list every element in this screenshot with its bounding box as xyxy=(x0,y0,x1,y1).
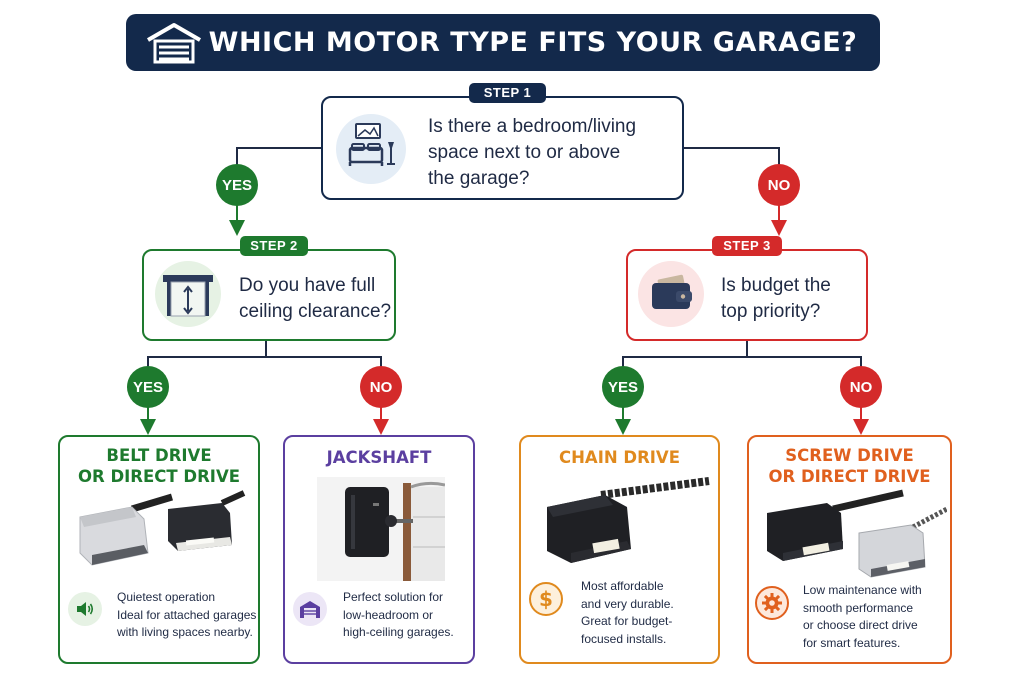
bedroom-icon xyxy=(336,114,406,184)
card-title-line: OR DIRECT DRIVE xyxy=(768,467,931,486)
card-title-line: BELT DRIVE xyxy=(106,446,212,465)
jackshaft-opener-image xyxy=(317,477,445,581)
wallet-icon xyxy=(638,261,704,327)
step1-question-line: the garage? xyxy=(428,168,530,189)
no-badge: NO xyxy=(758,164,800,206)
card-description: Quietest operation Ideal for attached ga… xyxy=(117,589,256,642)
card-title: SCREW DRIVE OR DIRECT DRIVE xyxy=(749,445,950,487)
garage-icon xyxy=(147,23,201,64)
card-description-line: Quietest operation xyxy=(117,590,216,604)
card-description-line: Ideal for attached garages xyxy=(117,607,257,622)
result-card-belt-drive: BELT DRIVE OR DIRECT DRIVE Quietest oper… xyxy=(58,435,260,664)
step1-tag: STEP 1 xyxy=(469,83,546,103)
result-card-screw-drive: SCREW DRIVE OR DIRECT DRIVE xyxy=(747,435,952,664)
card-description: Most affordable and very durable. Great … xyxy=(581,578,674,648)
screw-drive-opener-image xyxy=(767,489,947,578)
no-badge: NO xyxy=(840,366,882,408)
connector-step1-yes xyxy=(236,147,321,165)
yes-badge: YES xyxy=(216,164,258,206)
step2-question: Do you have full ceiling clearance? xyxy=(239,273,399,325)
garage-door-icon xyxy=(293,592,327,626)
speaker-icon xyxy=(68,592,102,626)
card-title-line: CHAIN DRIVE xyxy=(559,448,680,467)
card-description-line: low-headroom or xyxy=(343,607,434,622)
card-title-line: JACKSHAFT xyxy=(326,448,432,467)
card-title: CHAIN DRIVE xyxy=(521,447,718,468)
ceiling-clearance-icon xyxy=(155,261,221,327)
page-title: WHICH MOTOR TYPE FITS YOUR GARAGE? xyxy=(208,27,858,58)
card-description-line: or choose direct drive xyxy=(803,618,918,632)
title-banner: WHICH MOTOR TYPE FITS YOUR GARAGE? xyxy=(126,14,880,71)
card-description-line: high-ceiling garages. xyxy=(343,625,454,639)
card-title: JACKSHAFT xyxy=(285,447,473,468)
step2-box: Do you have full ceiling clearance? xyxy=(142,249,396,341)
step3-box: Is budget the top priority? xyxy=(626,249,868,341)
gear-icon xyxy=(755,586,789,620)
yes-badge: YES xyxy=(602,366,644,408)
step1-question-line: space next to or above xyxy=(428,142,621,163)
connector-step2 xyxy=(147,341,382,368)
step3-question-line: Is budget the xyxy=(721,275,831,296)
connector-step1-no xyxy=(684,147,780,165)
step3-tag: STEP 3 xyxy=(712,236,782,256)
card-description-line: with living spaces nearby. xyxy=(117,625,253,639)
card-description-line: Most affordable xyxy=(581,579,664,593)
card-description-line: smooth performance xyxy=(803,600,914,615)
card-description-line: Low maintenance with xyxy=(803,583,922,597)
step2-question-line: ceiling clearance? xyxy=(239,301,392,322)
step1-question-line: Is there a bedroom/living xyxy=(428,116,637,137)
no-badge: NO xyxy=(360,366,402,408)
step2-question-line: Do you have full xyxy=(239,275,376,296)
connector-step3 xyxy=(622,341,862,368)
card-title-line: OR DIRECT DRIVE xyxy=(78,467,240,486)
step1-question: Is there a bedroom/living space next to … xyxy=(428,114,678,192)
yes-badge: YES xyxy=(127,366,169,408)
step3-question-line: top priority? xyxy=(721,301,821,322)
step1-box: Is there a bedroom/living space next to … xyxy=(321,96,684,200)
card-description: Low maintenance with smooth performance … xyxy=(803,582,922,652)
card-description-line: Perfect solution for xyxy=(343,590,444,604)
card-description-line: for smart features. xyxy=(803,635,901,650)
belt-drive-opener-image xyxy=(79,490,246,566)
result-card-chain-drive: CHAIN DRIVE $ Most affordable and very d… xyxy=(519,435,720,664)
card-description-line: and very durable. xyxy=(581,596,674,611)
card-title-line: SCREW DRIVE xyxy=(785,446,914,465)
card-description: Perfect solution for low-headroom or hig… xyxy=(343,589,454,642)
result-card-jackshaft: JACKSHAFT Perfect solution for low-headr… xyxy=(283,435,475,664)
step2-tag: STEP 2 xyxy=(240,236,308,256)
card-title: BELT DRIVE OR DIRECT DRIVE xyxy=(60,445,258,487)
card-description-line: focused installs. xyxy=(581,631,667,646)
dollar-icon: $ xyxy=(529,582,563,616)
card-description-line: Great for budget- xyxy=(581,614,673,628)
chain-drive-opener-image xyxy=(547,477,710,563)
step3-question: Is budget the top priority? xyxy=(721,273,861,325)
